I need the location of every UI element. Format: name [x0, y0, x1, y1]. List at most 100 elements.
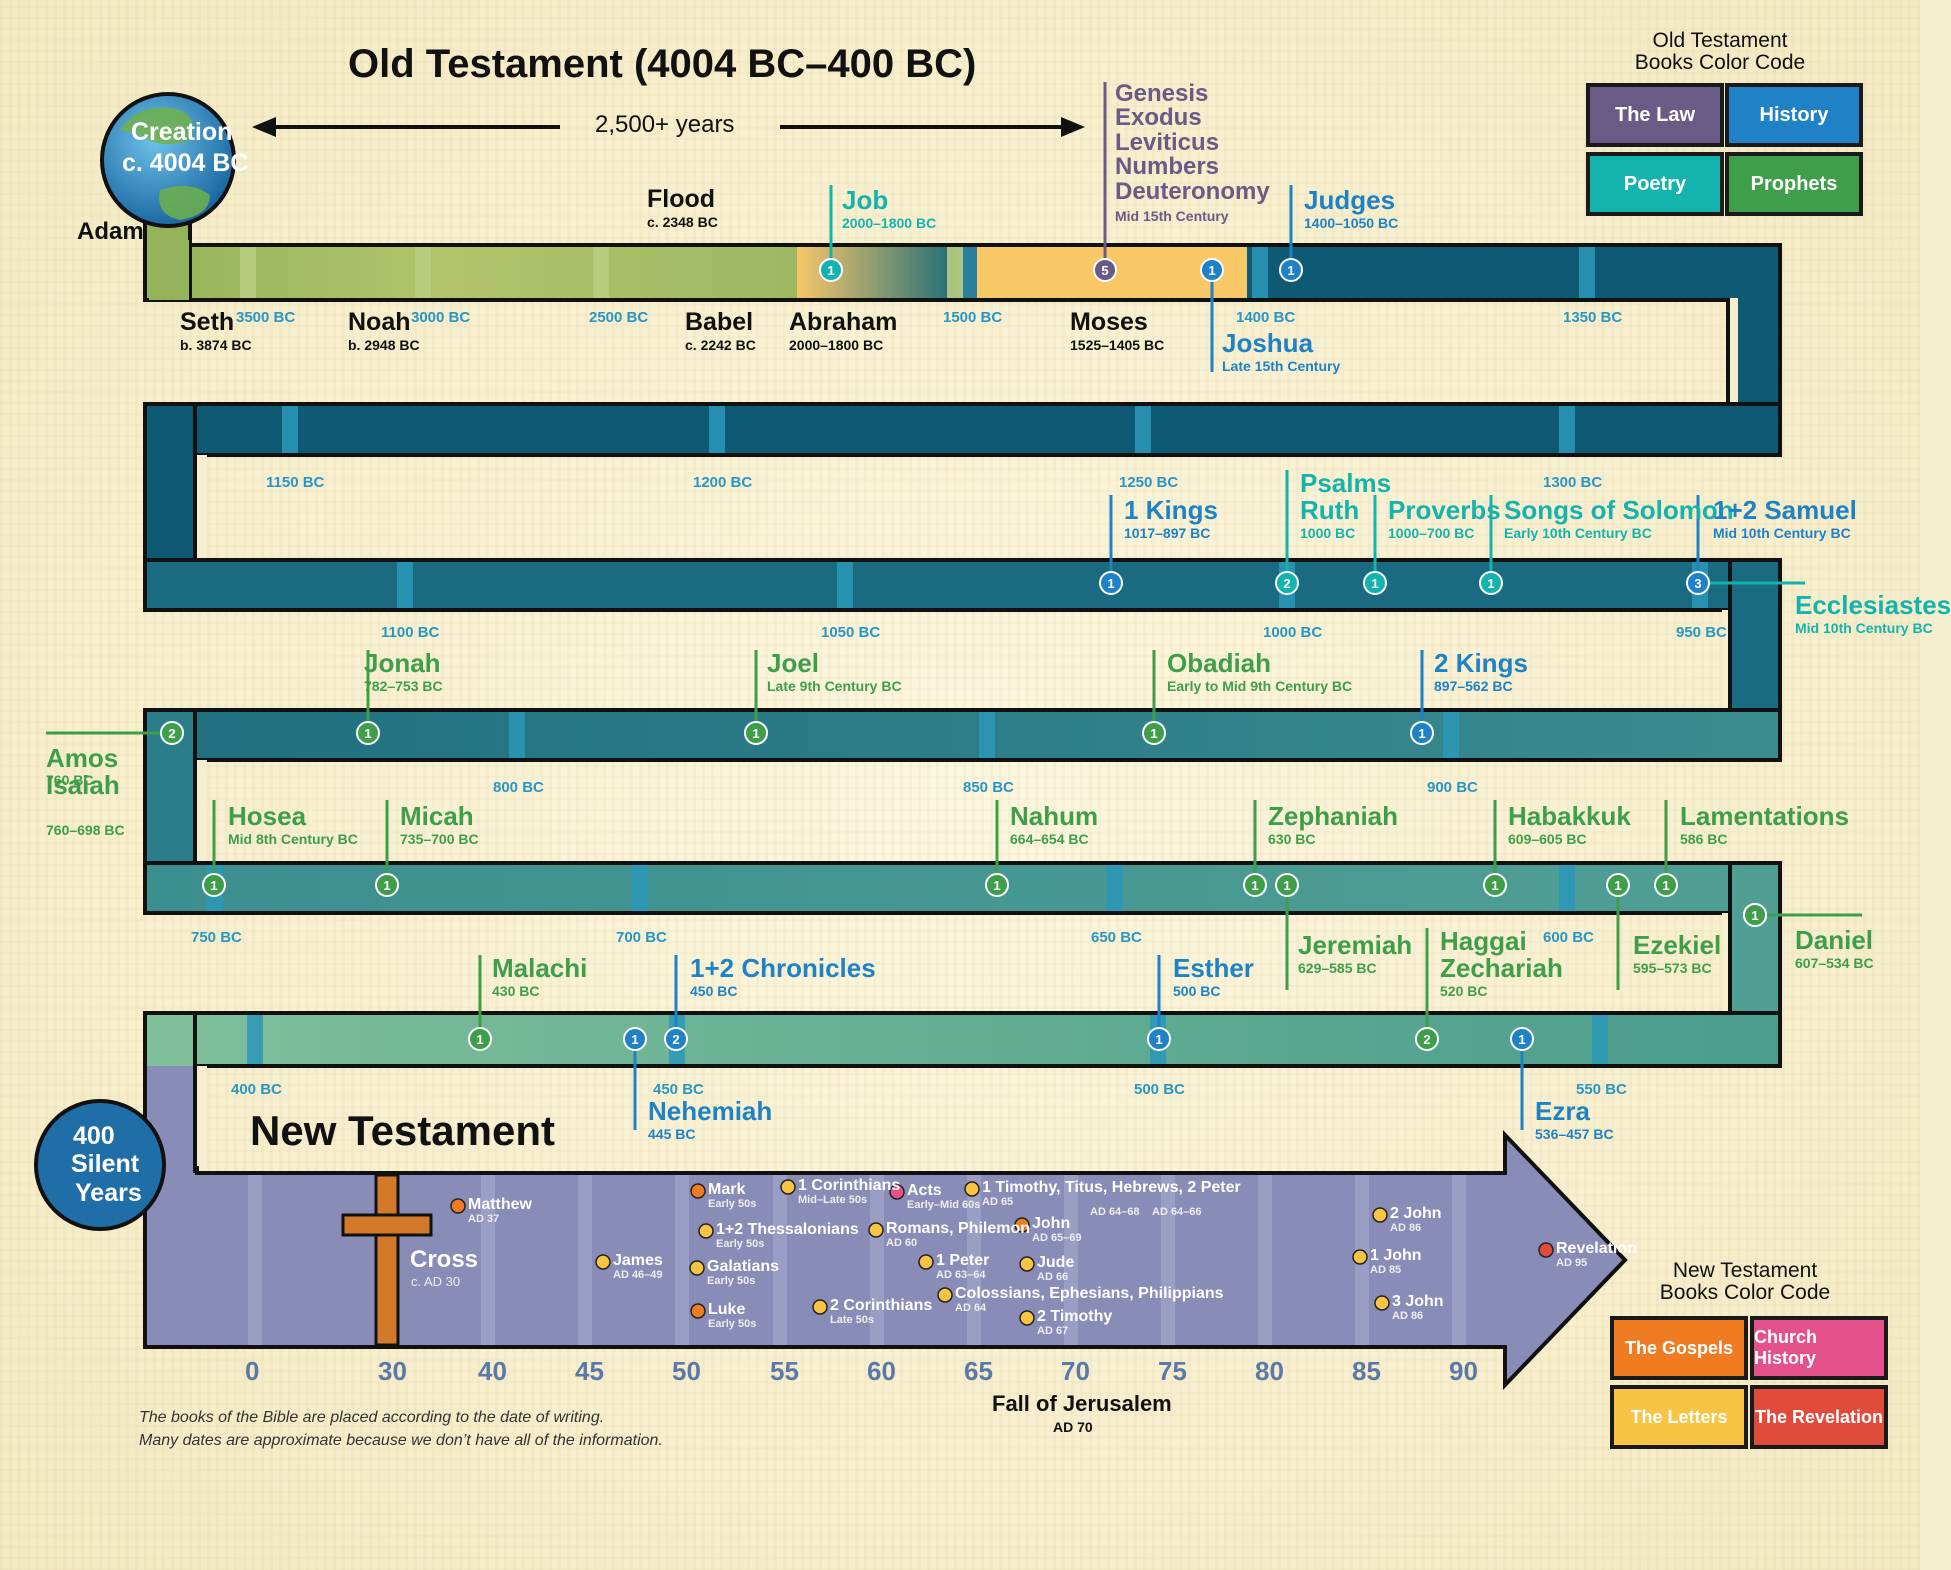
book-marker	[160, 721, 184, 745]
book-marker	[202, 873, 226, 897]
tick-label: 1500 BC	[943, 309, 1003, 326]
book-date: 536–457 BC	[1535, 1126, 1614, 1142]
book-count: 2	[168, 726, 175, 741]
book-date: 1400–1050 BC	[1304, 215, 1399, 231]
book-marker	[356, 721, 380, 745]
nt-axis-label: 50	[672, 1356, 701, 1386]
nt-year-stripe	[1258, 1175, 1272, 1345]
book-count: 2	[672, 1032, 679, 1047]
book-name: Jeremiah	[1298, 930, 1413, 960]
book-date: 760 BC	[46, 772, 94, 788]
nt-stripes	[248, 1175, 1466, 1345]
book-name: Malachi	[492, 953, 588, 983]
book-date: 735–700 BC	[400, 831, 479, 847]
silent-years-l1: 400	[73, 1122, 115, 1150]
legend-history: History	[1725, 83, 1863, 147]
nt-book-name: James	[613, 1252, 663, 1269]
book-name: Ezekiel	[1633, 930, 1722, 960]
book-count: 5	[1101, 263, 1108, 278]
track-tick-stripe	[1443, 712, 1459, 758]
nt-book-name: Romans, Philemon	[886, 1220, 1031, 1237]
nt-book-date: Mid–Late 50s	[798, 1194, 868, 1206]
book-marker	[1142, 721, 1166, 745]
nt-book-dot	[937, 1287, 953, 1303]
nt-book-date: Early–Mid 60s	[907, 1199, 981, 1211]
book-date: Mid 10th Century BC	[1795, 620, 1933, 636]
book-name: Esther	[1173, 953, 1254, 983]
silent-years-circle	[34, 1099, 166, 1231]
nt-book-date: Early 50s	[707, 1275, 756, 1287]
nt-year-stripe	[967, 1175, 981, 1345]
nt-book-dot	[1019, 1310, 1035, 1326]
tick-label: 1250 BC	[1119, 474, 1179, 491]
silent-years-l2: Silent	[71, 1150, 140, 1178]
legend-revelation: The Revelation	[1750, 1385, 1888, 1449]
book-date: Mid 8th Century BC	[228, 831, 358, 847]
book-name: Haggai Zechariah	[1440, 926, 1563, 983]
book-date: 445 BC	[648, 1126, 696, 1142]
person-name: Moses	[1070, 308, 1148, 336]
book-marker	[1686, 571, 1710, 595]
nt-book-name: 2 Corinthians	[830, 1297, 933, 1314]
book-name: Songs of Solomon	[1504, 495, 1734, 525]
track-row-3	[143, 558, 1782, 612]
book-date: 1000 BC	[1300, 525, 1356, 541]
book-name: Psalms Ruth	[1300, 468, 1392, 525]
nt-book-dot	[450, 1198, 466, 1214]
track-tick-stripe	[593, 247, 609, 298]
tick-label: 1000 BC	[1263, 624, 1323, 641]
cross-icon	[341, 1173, 433, 1347]
track-tick-stripe	[837, 562, 853, 608]
tick-label: 1400 BC	[1236, 309, 1296, 326]
nt-axis-label: 65	[964, 1356, 993, 1386]
person-name: Flood	[647, 185, 716, 213]
nt-book-dot	[689, 1260, 705, 1276]
ot-legend-title-l2: Books Color Code	[1634, 51, 1806, 75]
book-marker	[1147, 1027, 1171, 1051]
book-date: Mid 15th Century	[1115, 208, 1229, 224]
book-marker	[819, 258, 843, 282]
book-marker	[1275, 873, 1299, 897]
book-name: Ezra	[1535, 1096, 1590, 1126]
track-tick-stripe	[632, 865, 648, 911]
book-marker	[664, 1027, 688, 1051]
book-date: Early 10th Century BC	[1504, 525, 1652, 541]
nt-book-name: John	[1032, 1215, 1071, 1232]
track-tick-stripe	[1559, 406, 1575, 453]
nt-year-stripe	[870, 1175, 884, 1345]
book-date: 609–605 BC	[1508, 831, 1587, 847]
nt-legend-title-l1: New Testament	[1672, 1259, 1818, 1282]
book-count: 1	[631, 1032, 638, 1047]
book-marker	[1415, 1027, 1439, 1051]
legend-church-history: Church History	[1750, 1316, 1888, 1380]
nt-book-dot	[698, 1223, 714, 1239]
nt-book-dot	[690, 1303, 706, 1319]
nt-book-date: AD 63–64	[936, 1269, 986, 1281]
book-name: 1+2 Samuel	[1713, 495, 1857, 525]
person-name: Abraham	[789, 308, 898, 336]
book-date: 782–753 BC	[364, 678, 443, 694]
creation-label: Creation	[131, 118, 233, 146]
book-name: Judges	[1304, 185, 1396, 215]
person-date: b. 2948 BC	[348, 337, 420, 353]
book-marker	[1510, 1027, 1534, 1051]
nt-book-dot	[780, 1179, 796, 1195]
tick-label: 1150 BC	[266, 474, 325, 491]
person-date: c. 2348 BC	[647, 214, 718, 230]
book-date: 630 BC	[1268, 831, 1316, 847]
book-count: 2	[1423, 1032, 1430, 1047]
book-name: Joshua	[1222, 328, 1314, 358]
book-marker	[468, 1027, 492, 1051]
book-date: 760–698 BC	[46, 822, 125, 838]
nt-book-dot	[868, 1222, 884, 1238]
nt-axis-label: 85	[1352, 1356, 1381, 1386]
book-name: Habakkuk	[1508, 801, 1631, 831]
person-name: Seth	[180, 308, 235, 336]
tick-label: 500 BC	[1134, 1081, 1185, 1098]
adam-label: Adam	[77, 218, 144, 245]
book-name: 1+2 Chronicles	[690, 953, 876, 983]
nt-book-name: Matthew	[468, 1196, 532, 1213]
book-date: 430 BC	[492, 983, 540, 999]
nt-book-name: Jude	[1037, 1254, 1075, 1271]
footnote-line2: Many dates are approximate because we do…	[139, 1432, 663, 1449]
